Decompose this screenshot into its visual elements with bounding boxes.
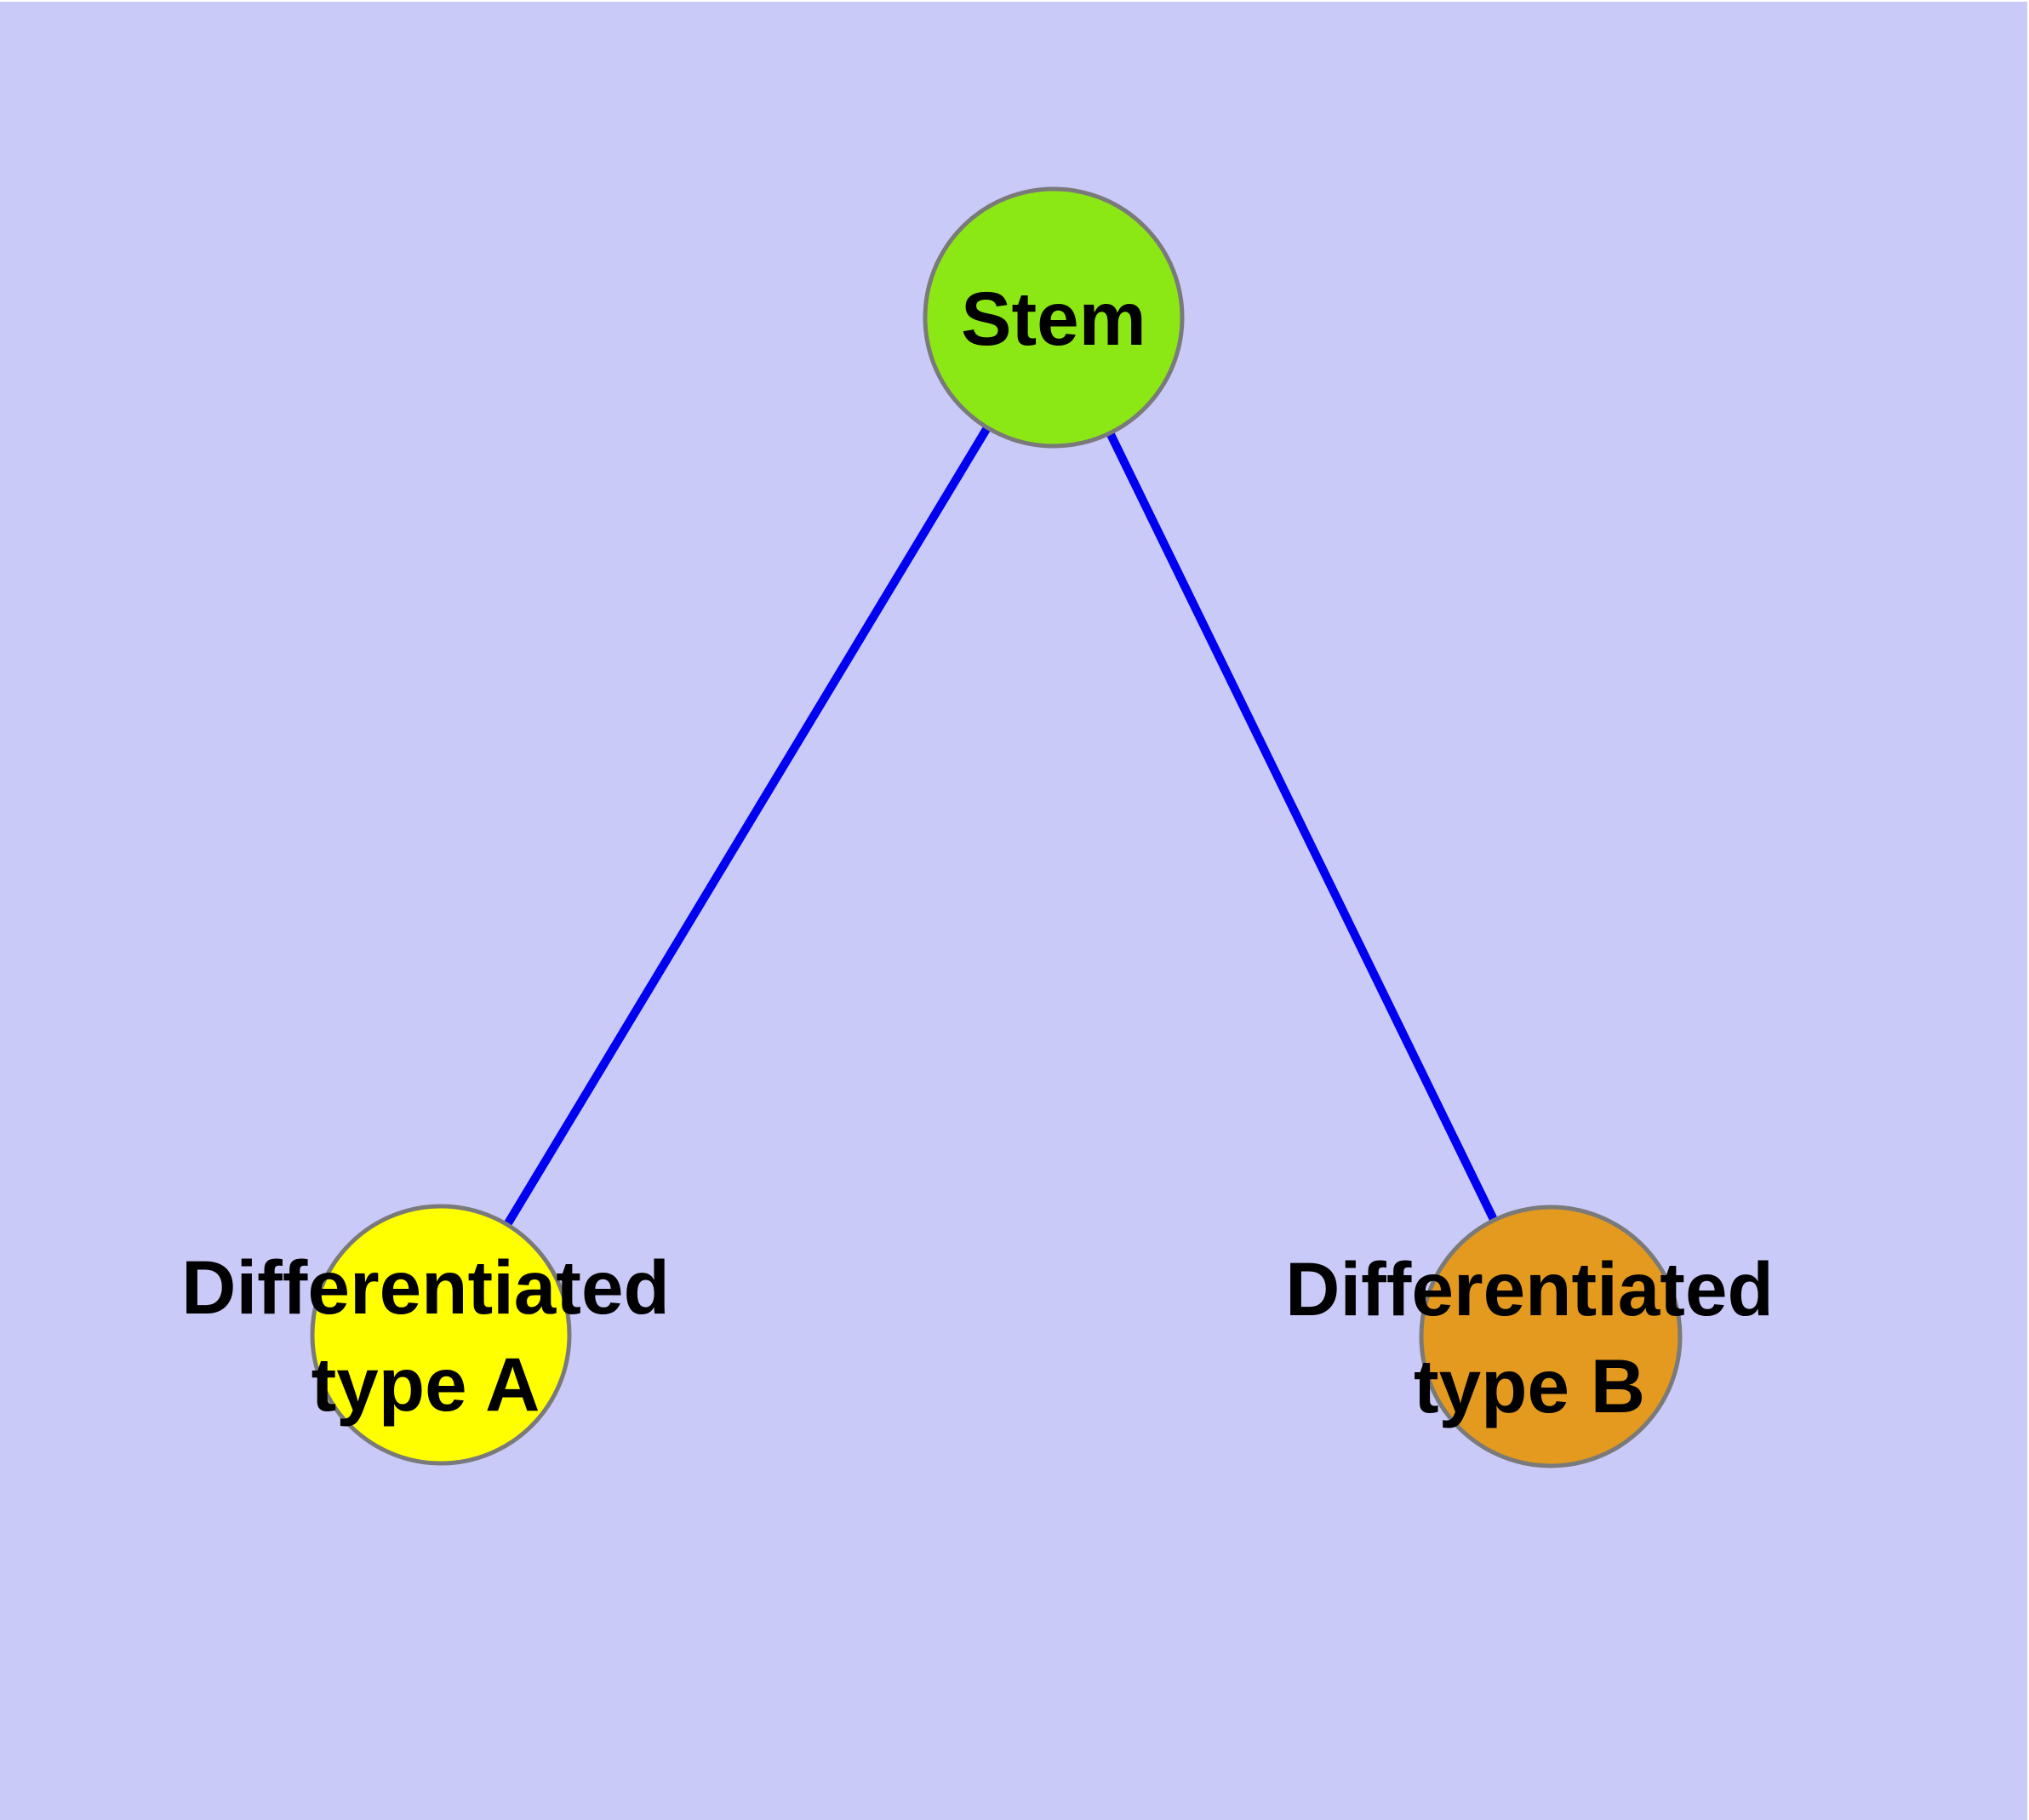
node-label-differentiated-type-b-line-2: type B (1414, 1343, 1645, 1428)
node-label-differentiated-type-a-line-2: type A (311, 1342, 540, 1427)
node-label-differentiated-type-b-line-1: Differentiated (1285, 1246, 1774, 1331)
nodes-layer (310, 186, 1683, 1468)
node-circle-differentiated-type-a (310, 1204, 572, 1466)
node-circle-differentiated-type-b (1419, 1205, 1683, 1468)
edge-stem-to-differentiated-type-b (1049, 315, 1555, 1339)
edge-stem-to-differentiated-type-a (437, 315, 1058, 1337)
node-label-differentiated-type-a-line-1: Differentiated (181, 1245, 670, 1330)
node-circle-stem (923, 186, 1185, 449)
edges-layer (437, 315, 1555, 1339)
node-label-stem-line-1: Stem (961, 276, 1146, 361)
